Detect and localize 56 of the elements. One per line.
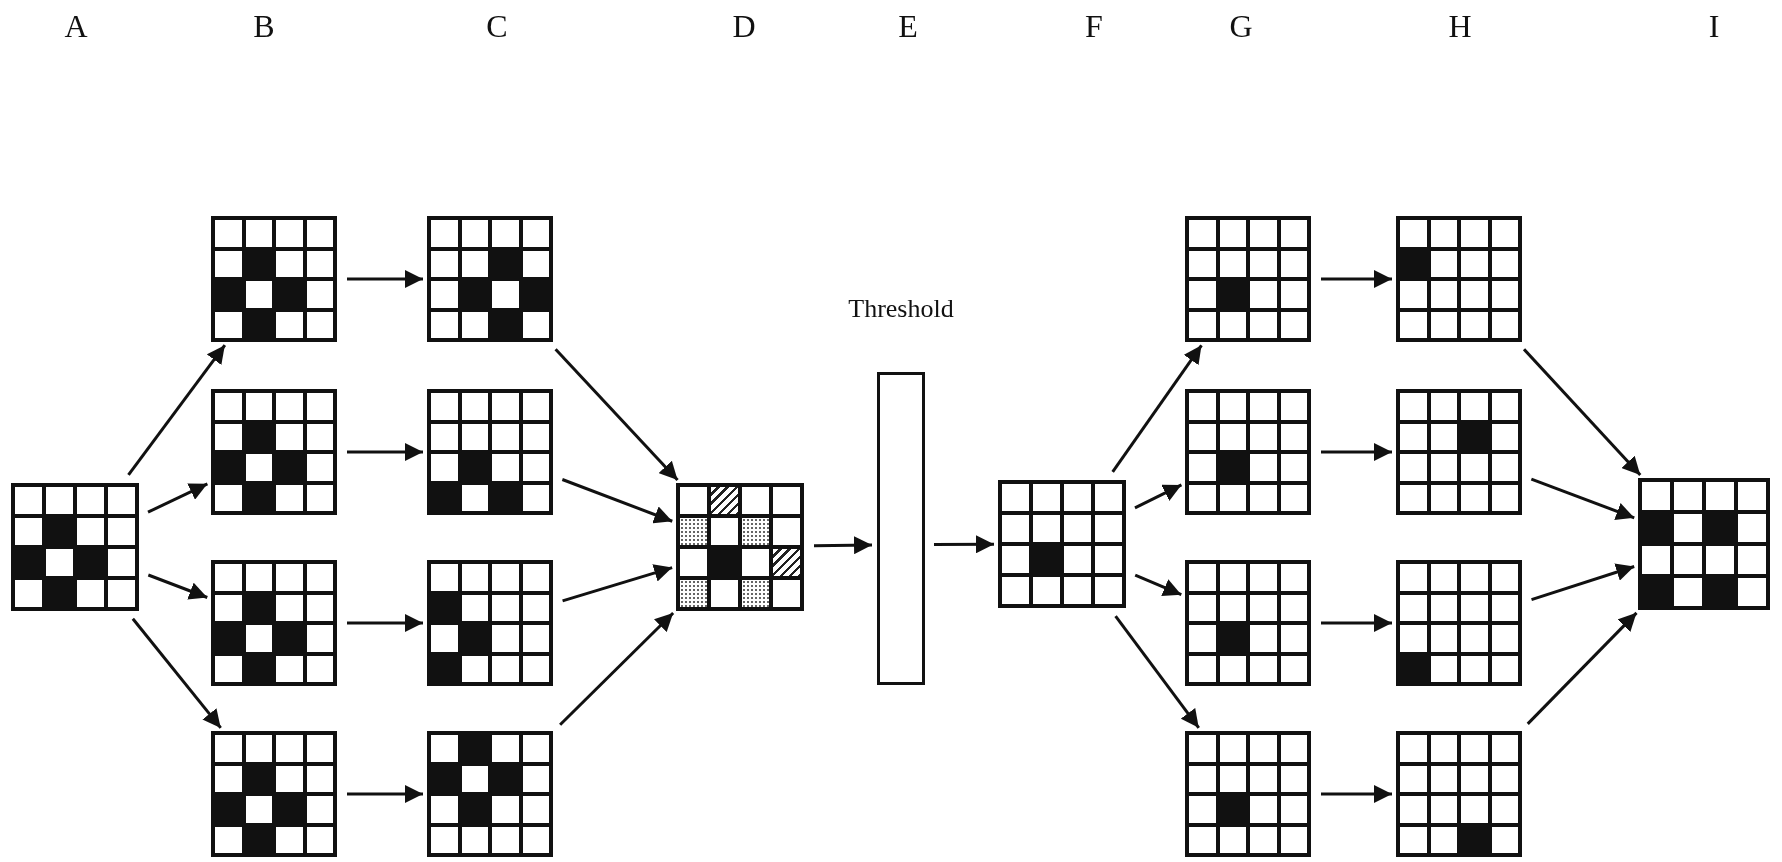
arrow	[561, 478, 673, 524]
arrow	[1321, 443, 1392, 461]
arrow	[1321, 614, 1392, 632]
pixel-grid	[1185, 731, 1311, 857]
column-letter: E	[898, 10, 918, 42]
pixel-grid	[211, 389, 337, 515]
pixel-grid	[1185, 389, 1311, 515]
arrow	[131, 617, 222, 729]
pixel-grid	[427, 560, 553, 686]
pixel-grid	[1185, 216, 1311, 342]
pixel-grid	[1396, 216, 1522, 342]
arrow	[1531, 563, 1635, 602]
arrow	[347, 614, 423, 632]
arrow	[1522, 348, 1642, 477]
column-letter: G	[1229, 10, 1253, 42]
pixel-grid	[1638, 478, 1770, 610]
pixel-grid	[427, 389, 553, 515]
arrow	[1134, 483, 1183, 510]
pixel-grid	[211, 731, 337, 857]
column-letter: I	[1708, 10, 1720, 42]
pixel-grid	[1396, 389, 1522, 515]
column-letter: F	[1085, 10, 1103, 42]
arrow	[127, 344, 227, 476]
pixel-grid	[427, 731, 553, 857]
pixel-grid	[211, 560, 337, 686]
pixel-grid	[1396, 560, 1522, 686]
threshold-label: Threshold	[848, 296, 954, 322]
arrow	[559, 611, 675, 726]
arrow	[1114, 615, 1200, 729]
pixel-grid	[1185, 560, 1311, 686]
arrow	[554, 348, 679, 482]
column-letter: A	[64, 10, 88, 42]
arrow	[147, 482, 209, 514]
pixel-grid	[998, 480, 1126, 608]
column-letter: H	[1448, 10, 1472, 42]
arrow	[934, 535, 994, 554]
arrow	[562, 564, 673, 603]
column-letter: D	[732, 10, 756, 42]
arrow	[1321, 785, 1392, 803]
arrow	[347, 270, 423, 288]
pixel-grid	[211, 216, 337, 342]
pixel-grid	[676, 483, 804, 611]
pixel-grid	[11, 483, 139, 611]
pixel-grid	[427, 216, 553, 342]
arrow	[1134, 573, 1182, 597]
arrow	[1530, 477, 1635, 520]
arrow	[347, 443, 423, 461]
column-letter: B	[253, 10, 275, 42]
arrow	[1526, 611, 1638, 725]
column-letter: C	[486, 10, 508, 42]
arrow	[347, 785, 423, 803]
arrow	[1321, 270, 1392, 288]
arrow	[1111, 344, 1203, 473]
arrow	[813, 536, 873, 555]
pixel-grid	[1396, 731, 1522, 857]
arrow	[147, 573, 208, 600]
